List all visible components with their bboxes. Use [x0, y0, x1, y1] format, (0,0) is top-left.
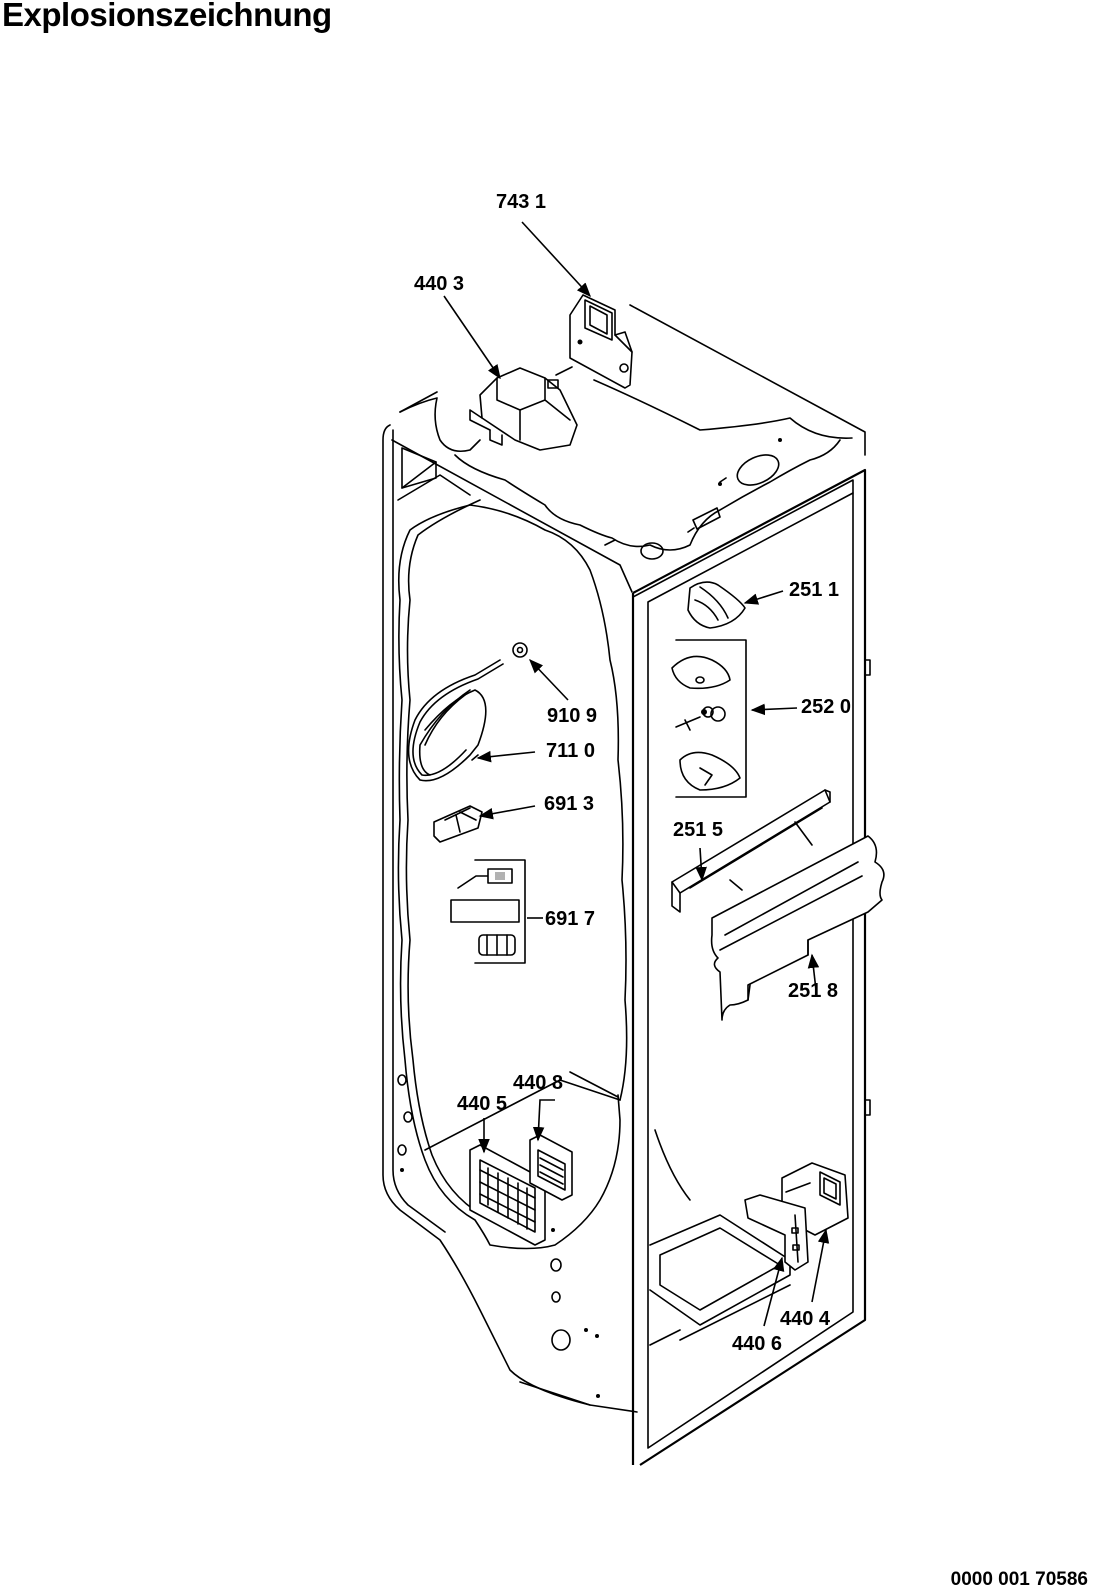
part-label-6917: 691 7 — [545, 908, 595, 930]
part-2518-panel — [710, 835, 885, 1021]
part-label-2520: 252 0 — [801, 696, 851, 718]
part-label-2518: 251 8 — [788, 980, 838, 1002]
part-6913-sensor-holder — [433, 805, 483, 843]
part-7431-bracket — [569, 294, 633, 389]
part-label-7431: 743 1 — [496, 191, 546, 213]
part-label-9109: 910 9 — [547, 705, 597, 727]
part-4403-housing — [469, 366, 578, 451]
part-label-6913: 691 3 — [544, 793, 594, 815]
part-9109-nut — [512, 642, 528, 658]
part-label-2511: 251 1 — [789, 579, 839, 601]
part-6917-sensor-kit — [450, 859, 526, 964]
leader-lines — [443, 221, 830, 1327]
part-label-4403: 440 3 — [414, 273, 464, 295]
part-4405-control-board — [469, 1144, 546, 1246]
part-label-4405: 440 5 — [457, 1093, 507, 1115]
document-number: 0000 001 70586 — [950, 1569, 1088, 1590]
page-title: Explosionszeichnung — [2, 0, 332, 33]
part-2515-rail — [671, 789, 831, 913]
cabinet-body — [382, 304, 871, 1466]
part-label-7110: 711 0 — [546, 740, 595, 762]
part-label-4408: 440 8 — [513, 1072, 563, 1094]
part-label-4406: 440 6 — [732, 1333, 782, 1355]
part-4406-bracket — [744, 1194, 809, 1271]
part-label-2515: 251 5 — [673, 819, 723, 841]
part-2520-lamp-assembly — [671, 639, 747, 798]
part-2511-lamp-cover — [687, 581, 746, 629]
part-7110-cable-coil — [407, 659, 504, 782]
part-label-4404: 440 4 — [780, 1308, 831, 1330]
